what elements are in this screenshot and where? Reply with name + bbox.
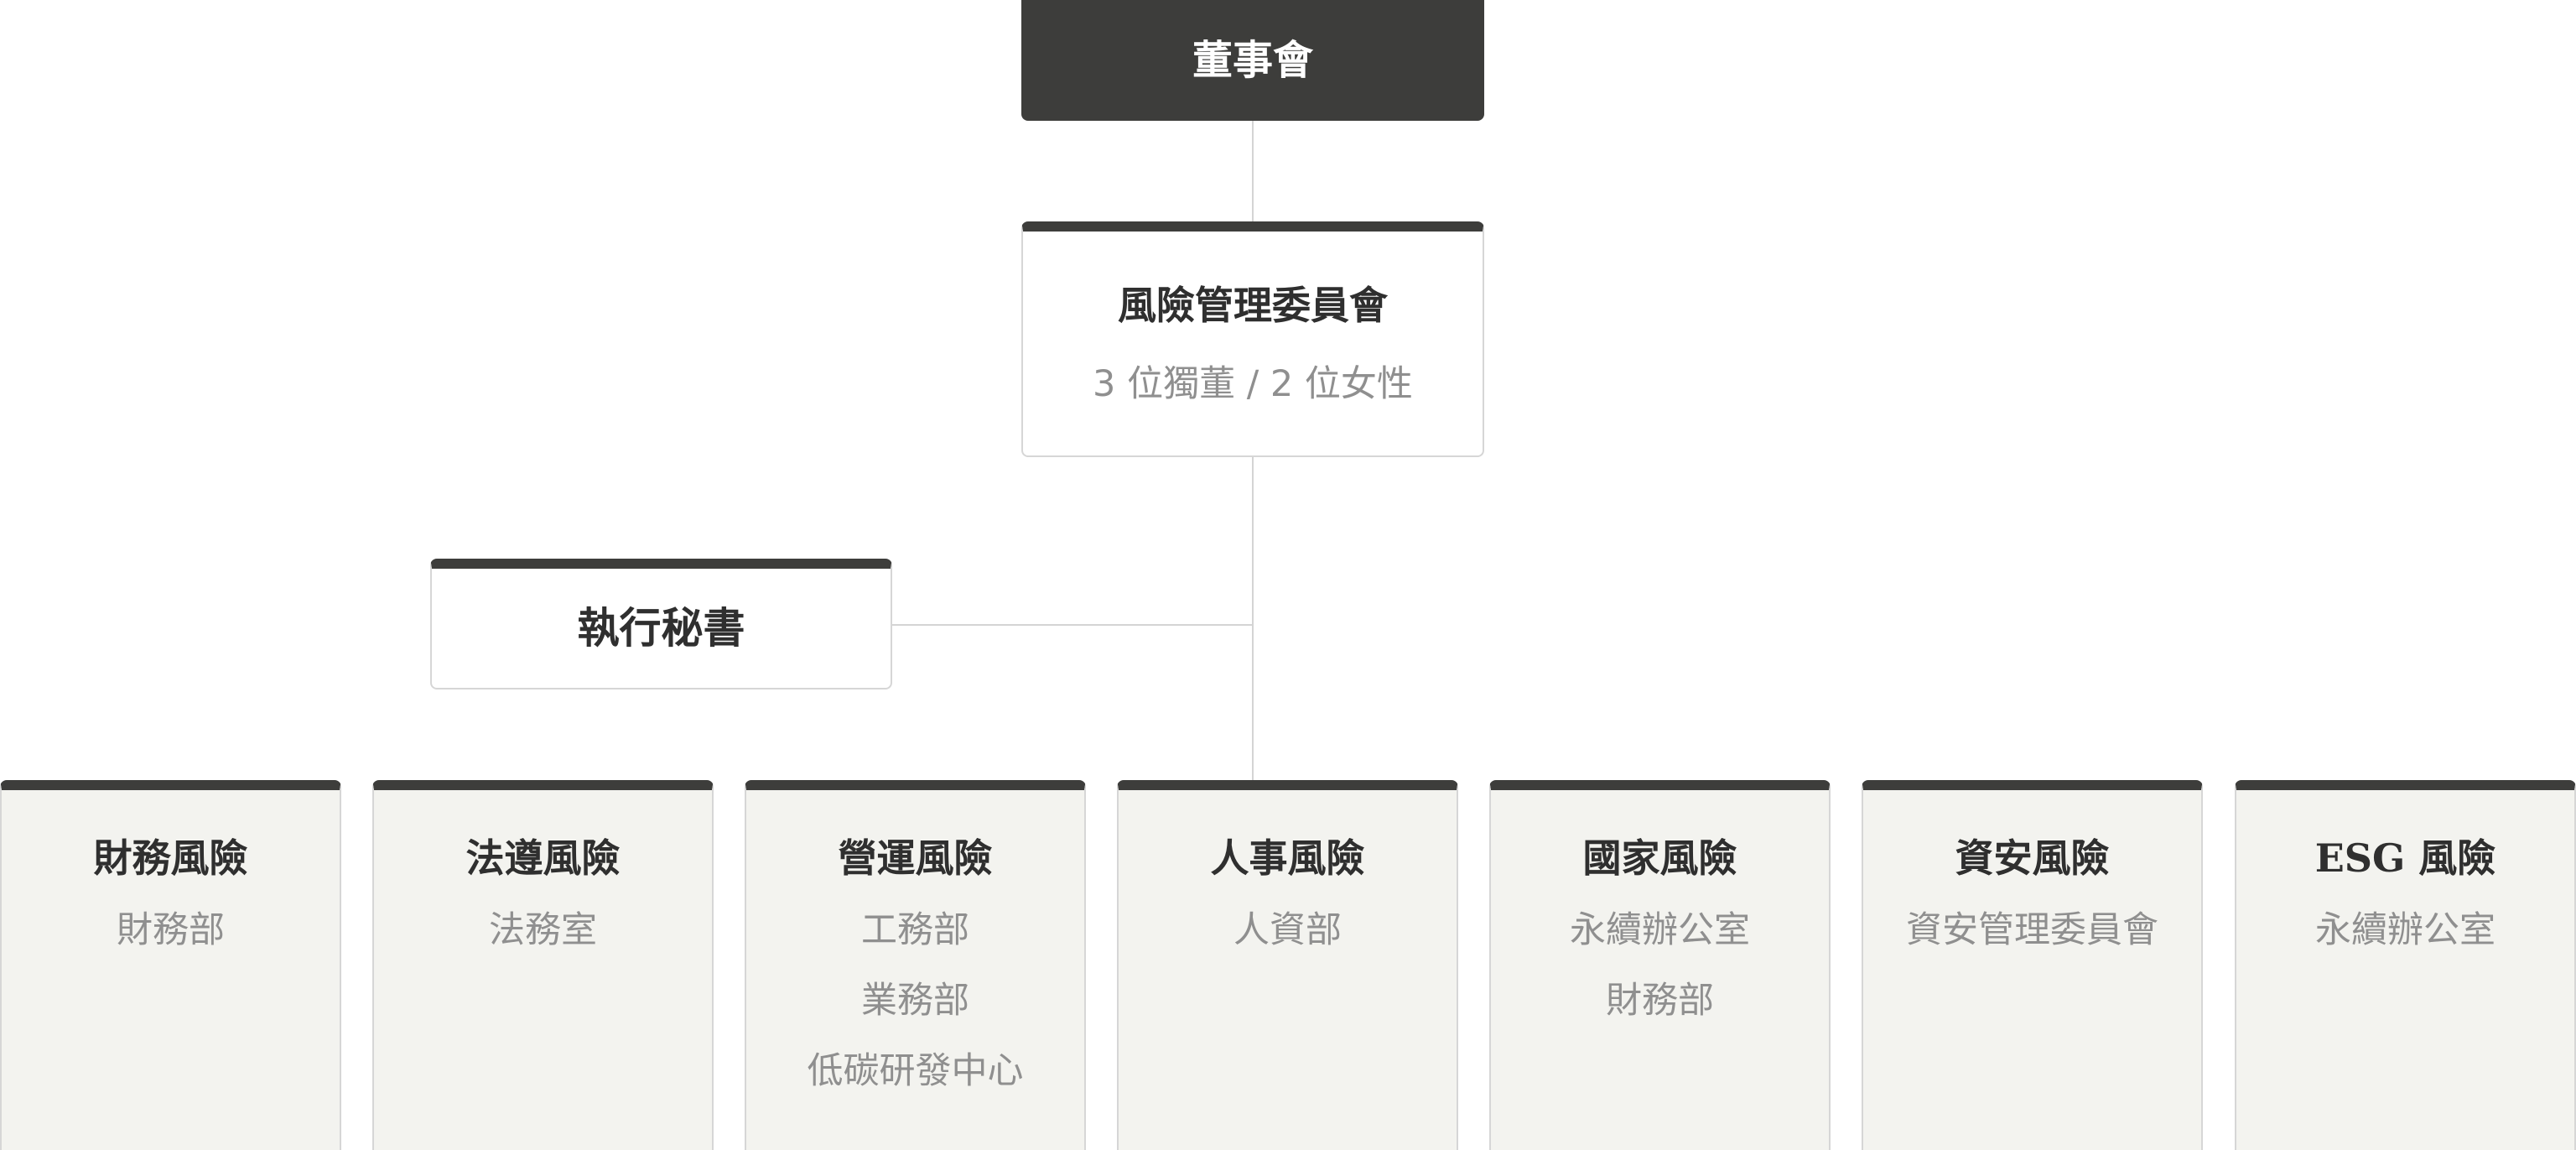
department-list: 資安管理委員會: [1863, 913, 2201, 983]
board-node: 董事會: [1021, 0, 1484, 121]
risk-title: 人事風險: [1210, 835, 1365, 881]
risk-card-infosec: 資安風險 資安管理委員會: [1862, 780, 2203, 1150]
risk-title: ESG 風險: [2314, 835, 2496, 881]
department-item: 工務部: [861, 909, 969, 951]
department-item: 人資部: [1233, 909, 1342, 951]
secretary-node: 執行秘書: [430, 559, 892, 689]
risk-committee-node: 風險管理委員會 3 位獨董 / 2 位女性: [1021, 221, 1484, 457]
department-list: 永續辦公室: [2236, 913, 2574, 983]
department-item: 財務部: [117, 909, 225, 951]
risk-card-country: 國家風險 永續辦公室 財務部: [1489, 780, 1831, 1150]
risk-card-personnel: 人事風險 人資部: [1117, 780, 1458, 1150]
department-item: 財務部: [1606, 980, 1714, 1022]
risk-title: 財務風險: [93, 835, 248, 881]
department-item: 資安管理委員會: [1906, 909, 2158, 951]
secretary-title: 執行秘書: [577, 603, 745, 653]
department-item: 永續辦公室: [1570, 909, 1750, 951]
risk-card-operations: 營運風險 工務部 業務部 低碳研發中心: [745, 780, 1086, 1150]
department-item: 業務部: [861, 980, 969, 1022]
risk-title: 法遵風險: [465, 835, 621, 881]
department-list: 財務部: [2, 913, 340, 983]
risk-card-finance: 財務風險 財務部: [0, 780, 341, 1150]
department-item: 法務室: [489, 909, 597, 951]
department-item: 低碳研發中心: [807, 1050, 1024, 1092]
department-list: 人資部: [1119, 913, 1457, 983]
department-list: 法務室: [374, 913, 712, 983]
committee-title: 風險管理委員會: [1118, 283, 1388, 328]
committee-subtitle: 3 位獨董 / 2 位女性: [1093, 363, 1413, 405]
risk-title: 營運風險: [838, 835, 993, 881]
department-list: 永續辦公室 財務部: [1491, 913, 1829, 1054]
connector-committee-risks: [1252, 455, 1254, 781]
connector-secretary: [891, 624, 1254, 626]
risk-card-esg: ESG 風險 永續辦公室: [2235, 780, 2576, 1150]
department-item: 永續辦公室: [2315, 909, 2496, 951]
risk-card-compliance: 法遵風險 法務室: [372, 780, 714, 1150]
board-title: 董事會: [1192, 37, 1313, 84]
risk-title: 國家風險: [1582, 835, 1737, 881]
connector-board-committee: [1252, 121, 1254, 223]
risk-title: 資安風險: [1955, 835, 2110, 881]
department-list: 工務部 業務部 低碳研發中心: [746, 913, 1084, 1124]
